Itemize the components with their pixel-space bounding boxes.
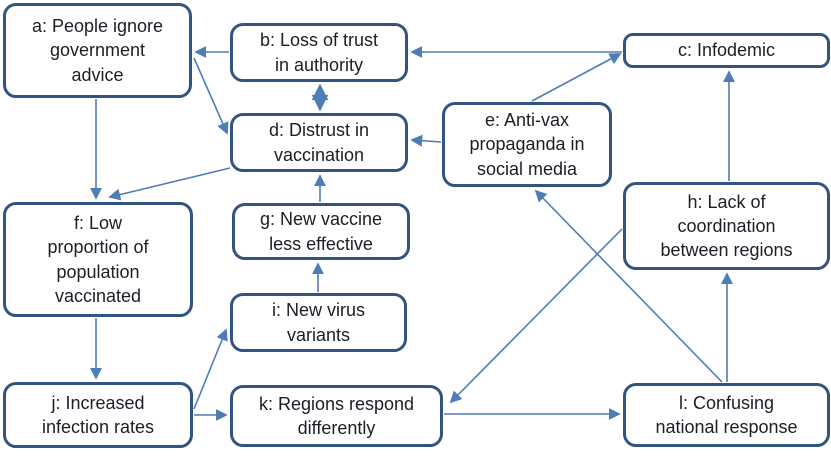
node-vaccine-less-effective: g: New vaccine less effective (232, 203, 410, 260)
edge-a-d (193, 57, 229, 135)
node-distrust-vaccination: d: Distrust in vaccination (230, 113, 408, 172)
node-regions-respond: k: Regions respond differently (230, 385, 443, 447)
node-lack-coordination: h: Lack of coordination between regions (623, 182, 830, 270)
node-antivax-propaganda: e: Anti-vax propaganda in social media (442, 102, 612, 187)
edge-h-k (449, 228, 623, 404)
node-new-virus-variants: i: New virus variants (230, 293, 407, 352)
node-infodemic: c: Infodemic (623, 33, 830, 68)
node-low-vaccination: f: Low proportion of population vaccinat… (3, 202, 193, 317)
edge-j-i (193, 328, 228, 410)
edge-e-c (531, 53, 622, 102)
node-people-ignore-advice: a: People ignore government advice (3, 3, 192, 98)
node-confusing-response: l: Confusing national response (623, 383, 830, 447)
node-increased-infection: j: Increased infection rates (3, 382, 193, 448)
node-loss-of-trust: b: Loss of trust in authority (230, 23, 408, 82)
edge-e-d (410, 134, 442, 147)
edge-d-f (108, 167, 231, 201)
